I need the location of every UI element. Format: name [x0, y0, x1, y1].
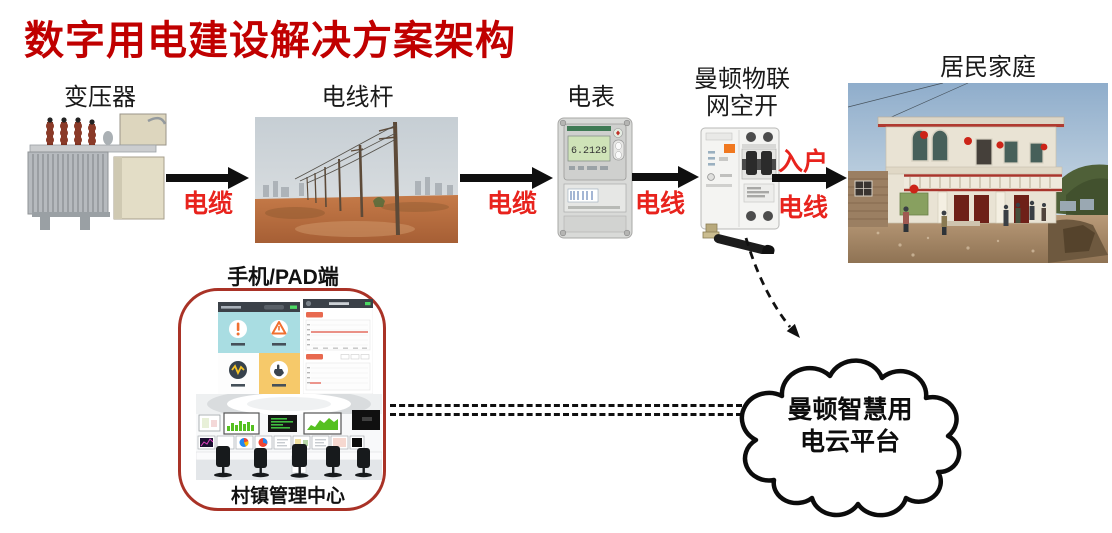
breaker-label: 曼顿物联 网空开 — [688, 66, 796, 120]
breaker-label-line1: 曼顿物联 — [694, 66, 790, 93]
balcony — [904, 174, 1062, 192]
entry-label-line2: 电线 — [777, 194, 828, 222]
flow-arrow-4 — [772, 167, 847, 189]
chairs — [214, 444, 372, 478]
breaker-label-line2: 网空开 — [706, 93, 778, 120]
cloud-label-line2: 电云平台 — [799, 428, 900, 456]
cable2-label: 电缆 — [486, 190, 537, 218]
cloud-shape — [739, 358, 962, 518]
wireless-uplink-arrow — [744, 237, 800, 338]
cable1-label: 电缆 — [182, 190, 233, 218]
exclamation-icon — [236, 322, 240, 336]
control-room-photo — [196, 394, 382, 480]
people — [903, 200, 1046, 235]
meter-label: 电表 — [567, 84, 615, 111]
monitor-wall — [198, 410, 380, 435]
city-skyline — [263, 177, 453, 197]
pole-photo — [255, 117, 458, 243]
mobile-panel-title: 手机/PAD端 — [227, 266, 339, 289]
home-photo — [848, 83, 1108, 263]
dashed-link-line-2 — [390, 413, 742, 416]
warning-triangle-icon — [271, 321, 287, 335]
page-title: 数字用电建设解决方案架构 — [24, 19, 516, 63]
bushings — [46, 117, 113, 145]
wire-label: 电线 — [634, 190, 685, 218]
lanterns — [920, 131, 1048, 151]
home-label: 居民家庭 — [940, 54, 1036, 81]
meter-lcd: 6.2128 — [571, 146, 607, 157]
app-screenshot-alerts — [218, 302, 300, 396]
flow-arrow-2 — [460, 167, 553, 189]
transformer-label: 变压器 — [64, 84, 136, 111]
cloud-label-line1: 曼顿智慧用 — [787, 396, 913, 424]
pole-label: 电线杆 — [321, 84, 394, 111]
meter-photo: 6.2128 — [557, 117, 633, 239]
flow-arrow-3 — [632, 166, 699, 188]
upper-floor — [911, 129, 1048, 166]
dashed-link-line-1 — [390, 404, 742, 407]
hand-tap-icon — [274, 364, 284, 377]
antenna — [713, 234, 775, 254]
flow-arrow-1 — [166, 167, 249, 189]
breaker-photo — [700, 127, 780, 254]
mobile-panel-caption: 村镇管理中心 — [230, 486, 345, 507]
monitor-row-2-content — [200, 437, 362, 447]
distant-houses — [1060, 199, 1094, 211]
wires — [294, 124, 397, 184]
app-screenshot-charts — [303, 299, 373, 394]
transformer-photo — [27, 113, 167, 230]
poles — [306, 121, 400, 236]
annex — [848, 171, 888, 227]
power-wave-icon — [231, 364, 245, 376]
entry-label-line1: 入户 — [777, 148, 828, 176]
